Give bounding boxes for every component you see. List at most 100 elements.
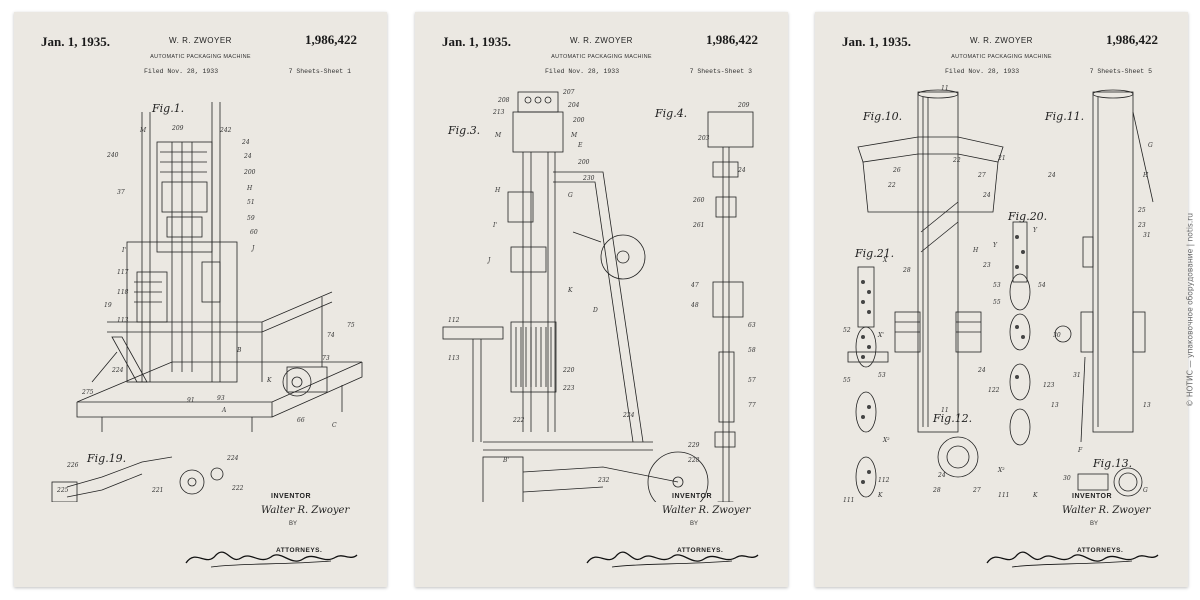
svg-text:240: 240 (106, 152, 119, 159)
svg-text:24: 24 (977, 367, 986, 374)
svg-text:Y: Y (993, 242, 998, 249)
svg-text:113: 113 (117, 317, 129, 324)
inventor-signature: Walter R. Zwoyer (662, 505, 751, 516)
svg-text:220: 220 (562, 367, 575, 374)
svg-text:54: 54 (1038, 282, 1046, 289)
svg-text:225: 225 (56, 487, 69, 494)
by-label: BY (289, 521, 298, 527)
svg-text:23: 23 (1137, 222, 1146, 229)
svg-text:31: 31 (1143, 232, 1151, 239)
svg-text:19: 19 (104, 302, 112, 309)
svg-text:K: K (567, 287, 573, 294)
svg-text:B': B' (502, 457, 509, 464)
svg-text:30: 30 (1053, 332, 1061, 339)
filed-date: Filed Nov. 28, 1933 (545, 68, 620, 75)
attorney-signature (986, 551, 1159, 568)
svg-text:22: 22 (952, 157, 961, 164)
svg-text:123: 123 (1043, 382, 1055, 389)
patent-title: AUTOMATIC PACKAGING MACHINE (951, 54, 1052, 60)
fig-4-label: Fig.4. (654, 107, 687, 120)
fig-11-label: Fig.11. (1044, 110, 1084, 123)
svg-text:B: B (236, 347, 242, 354)
svg-text:I': I' (121, 247, 126, 254)
svg-text:M: M (494, 132, 502, 139)
fig-20-label: Fig.20. (1007, 210, 1047, 223)
svg-text:11: 11 (941, 85, 949, 92)
svg-text:11: 11 (941, 407, 949, 414)
svg-text:H: H (246, 185, 253, 192)
sheet-info: 7 Sheets-Sheet 1 (288, 68, 351, 75)
inventor-name: W. R. ZWOYER (970, 36, 1033, 45)
fig-3-label: Fig.3. (447, 124, 480, 137)
inventor-label: INVENTOR (1072, 493, 1113, 500)
svg-text:232: 232 (597, 477, 610, 484)
svg-text:111: 111 (843, 497, 854, 502)
svg-text:22: 22 (887, 182, 896, 189)
inventor-signature: Walter R. Zwoyer (1062, 505, 1151, 516)
svg-text:24: 24 (243, 153, 252, 160)
svg-text:24: 24 (241, 139, 250, 146)
svg-text:H: H (494, 187, 501, 194)
fig-10-label: Fig.10. (862, 110, 902, 123)
svg-text:209: 209 (171, 125, 184, 132)
patent-number: 1,986,422 (305, 32, 357, 47)
svg-text:222: 222 (512, 417, 525, 424)
svg-text:K: K (877, 492, 883, 499)
svg-text:242: 242 (219, 127, 232, 134)
svg-text:53: 53 (993, 282, 1001, 289)
patent-date: Jan. 1, 1935. (41, 34, 110, 49)
svg-text:207: 207 (562, 89, 575, 96)
svg-text:112: 112 (448, 317, 460, 324)
svg-text:25: 25 (1137, 207, 1146, 214)
inventor-name: W. R. ZWOYER (169, 36, 232, 45)
attorneys-label: ATTORNEYS. (677, 547, 724, 554)
fig-21-label: Fig.21. (854, 247, 894, 260)
svg-text:H: H (972, 247, 979, 254)
sheet-info: 7 Sheets-Sheet 5 (1089, 68, 1152, 75)
by-label: BY (1090, 521, 1099, 527)
sheet-info: 7 Sheets-Sheet 3 (689, 68, 752, 75)
svg-text:K: K (1032, 492, 1038, 499)
svg-text:28: 28 (932, 487, 941, 494)
credit-text: © НОТИС — упаковочное оборудование | not… (1185, 212, 1195, 408)
svg-text:203: 203 (697, 135, 710, 142)
svg-text:G: G (1148, 142, 1153, 149)
svg-text:77: 77 (748, 402, 756, 409)
svg-text:59: 59 (247, 215, 255, 222)
svg-text:30: 30 (1063, 475, 1071, 482)
svg-text:112: 112 (878, 477, 890, 484)
svg-text:113: 113 (448, 355, 460, 362)
svg-text:63: 63 (748, 322, 756, 329)
svg-text:224: 224 (226, 455, 239, 462)
svg-text:H: H (1142, 172, 1149, 179)
fig-12-label: Fig.12. (932, 412, 972, 425)
patent-date: Jan. 1, 1935. (842, 34, 911, 49)
svg-text:23: 23 (982, 262, 991, 269)
svg-text:X²: X² (997, 467, 1005, 474)
svg-text:J: J (486, 257, 491, 264)
svg-text:91: 91 (187, 397, 195, 404)
patent-number: 1,986,422 (1106, 32, 1158, 47)
svg-text:C: C (332, 422, 337, 429)
svg-text:118: 118 (117, 289, 129, 296)
patent-sheet-5: Jan. 1, 1935. W. R. ZWOYER 1,986,422 AUT… (815, 12, 1188, 587)
attorney-signature (586, 551, 759, 568)
svg-text:224: 224 (111, 367, 124, 374)
inventor-label: INVENTOR (271, 493, 312, 500)
svg-text:229: 229 (687, 442, 700, 449)
svg-text:24: 24 (937, 472, 946, 479)
svg-text:224: 224 (622, 412, 635, 419)
side-credit: © НОТИС — упаковочное оборудование | not… (1184, 40, 1196, 580)
svg-text:228: 228 (687, 457, 700, 464)
svg-text:204: 204 (567, 102, 580, 109)
svg-text:26: 26 (892, 167, 901, 174)
svg-text:D: D (592, 307, 598, 314)
svg-text:200: 200 (572, 117, 585, 124)
inventor-name: W. R. ZWOYER (570, 36, 633, 45)
inventor-block: INVENTOR Walter R. Zwoyer BY ATTORNEYS. (185, 493, 371, 581)
svg-text:221: 221 (151, 487, 163, 494)
patent-date: Jan. 1, 1935. (442, 34, 511, 49)
filed-date: Filed Nov. 28, 1933 (945, 68, 1020, 75)
